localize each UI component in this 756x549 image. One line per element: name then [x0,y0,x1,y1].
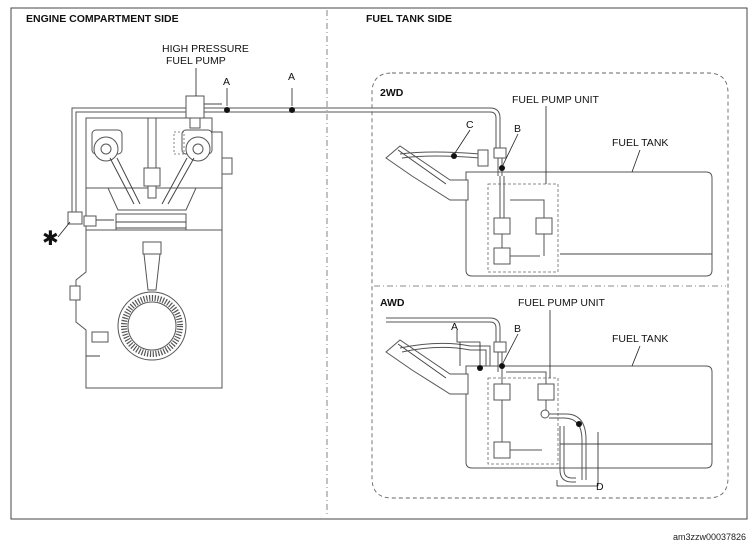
variant-2wd-label: 2WD [380,87,404,99]
engine-fuel-lines [67,95,490,227]
point-b-label-2wd: B [514,123,521,135]
point-a-label-1: A [223,76,230,88]
engine-side-header: ENGINE COMPARTMENT SIDE [26,13,179,25]
point-c-label-2wd: C [466,119,474,131]
point-d-label-awd: D [596,481,604,493]
point-a-marker-2 [289,107,295,113]
fuel-pump-unit-label-2wd: FUEL PUMP UNIT [512,94,600,106]
engine-illustration [69,117,233,389]
point-d-marker-awd [576,421,582,427]
fuel-tank-label-2wd: FUEL TANK [612,137,668,149]
tank-side-header: FUEL TANK SIDE [366,13,452,25]
fuel-pump-unit-label-awd: FUEL PUMP UNIT [518,297,606,309]
point-a-marker-1 [224,107,230,113]
point-b-label-awd: B [514,323,521,335]
diagram-frame [10,7,748,520]
tank-2wd-illustration [385,107,713,277]
hp-pump-label-line1: HIGH PRESSURE [162,43,249,55]
hp-pump-label-line2: FUEL PUMP [166,55,226,67]
reference-code: am3zzw00037826 [672,532,746,542]
point-a-marker-awd-2 [499,363,505,369]
point-c-marker-2wd [451,153,457,159]
point-a-label-2: A [288,71,295,83]
tank-side-enclosure [371,72,729,499]
point-b-marker-2wd [499,165,505,171]
point-a-marker-awd-1 [477,365,483,371]
point-a-label-awd: A [451,321,458,333]
asterisk-marker: ✱ [42,226,59,250]
fuel-tank-label-awd: FUEL TANK [612,333,668,345]
variant-awd-label: AWD [380,297,405,309]
